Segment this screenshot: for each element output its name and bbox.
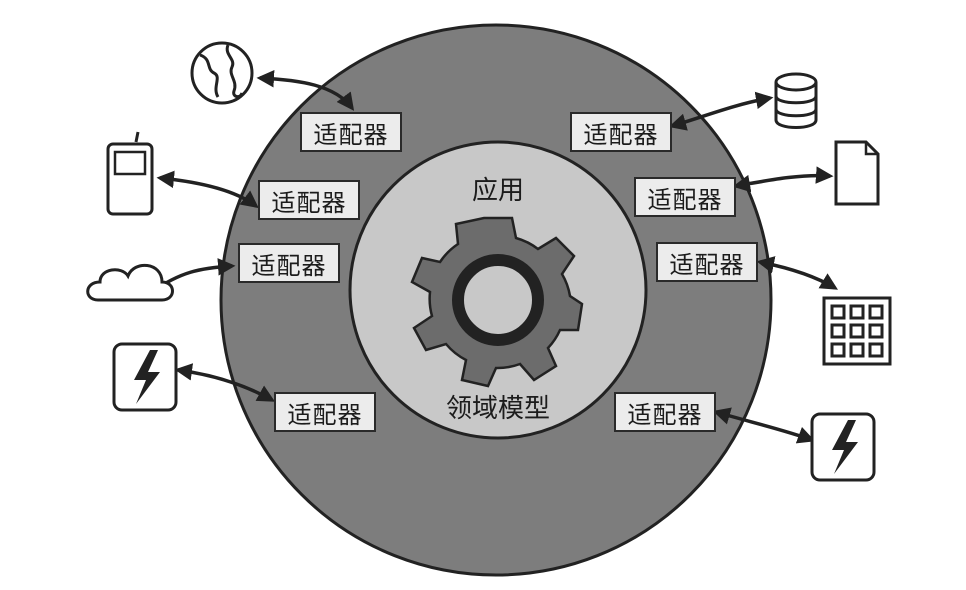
arrow-phone — [156, 170, 259, 209]
domain-model-label: 领域模型 — [445, 394, 550, 424]
application-label: 应用 — [471, 176, 524, 206]
lightning-icon — [810, 412, 876, 482]
arrow-document — [732, 166, 834, 193]
grid-icon — [822, 296, 892, 366]
adapter-box: 适配器 — [238, 243, 340, 283]
arrow-lightning-left — [174, 363, 276, 402]
lightning-icon — [112, 342, 178, 412]
document-icon — [834, 140, 880, 206]
arrow-grid — [756, 256, 839, 290]
adapter-box: 适配器 — [300, 112, 402, 152]
adapter-box: 适配器 — [656, 242, 758, 282]
database-icon — [774, 72, 818, 129]
arrow-lightning-right — [712, 407, 816, 444]
adapter-box: 适配器 — [570, 112, 672, 152]
gear-icon — [410, 216, 584, 388]
mobile-phone-icon — [106, 131, 154, 216]
globe-icon — [190, 41, 254, 105]
arrow-globe — [256, 69, 355, 111]
arrow-database — [668, 91, 774, 131]
adapter-box: 适配器 — [634, 177, 736, 217]
connector-arrows — [149, 69, 839, 444]
adapter-box: 适配器 — [274, 392, 376, 432]
adapter-box: 适配器 — [258, 180, 360, 220]
adapter-box: 适配器 — [614, 392, 716, 432]
cloud-icon — [86, 263, 174, 302]
